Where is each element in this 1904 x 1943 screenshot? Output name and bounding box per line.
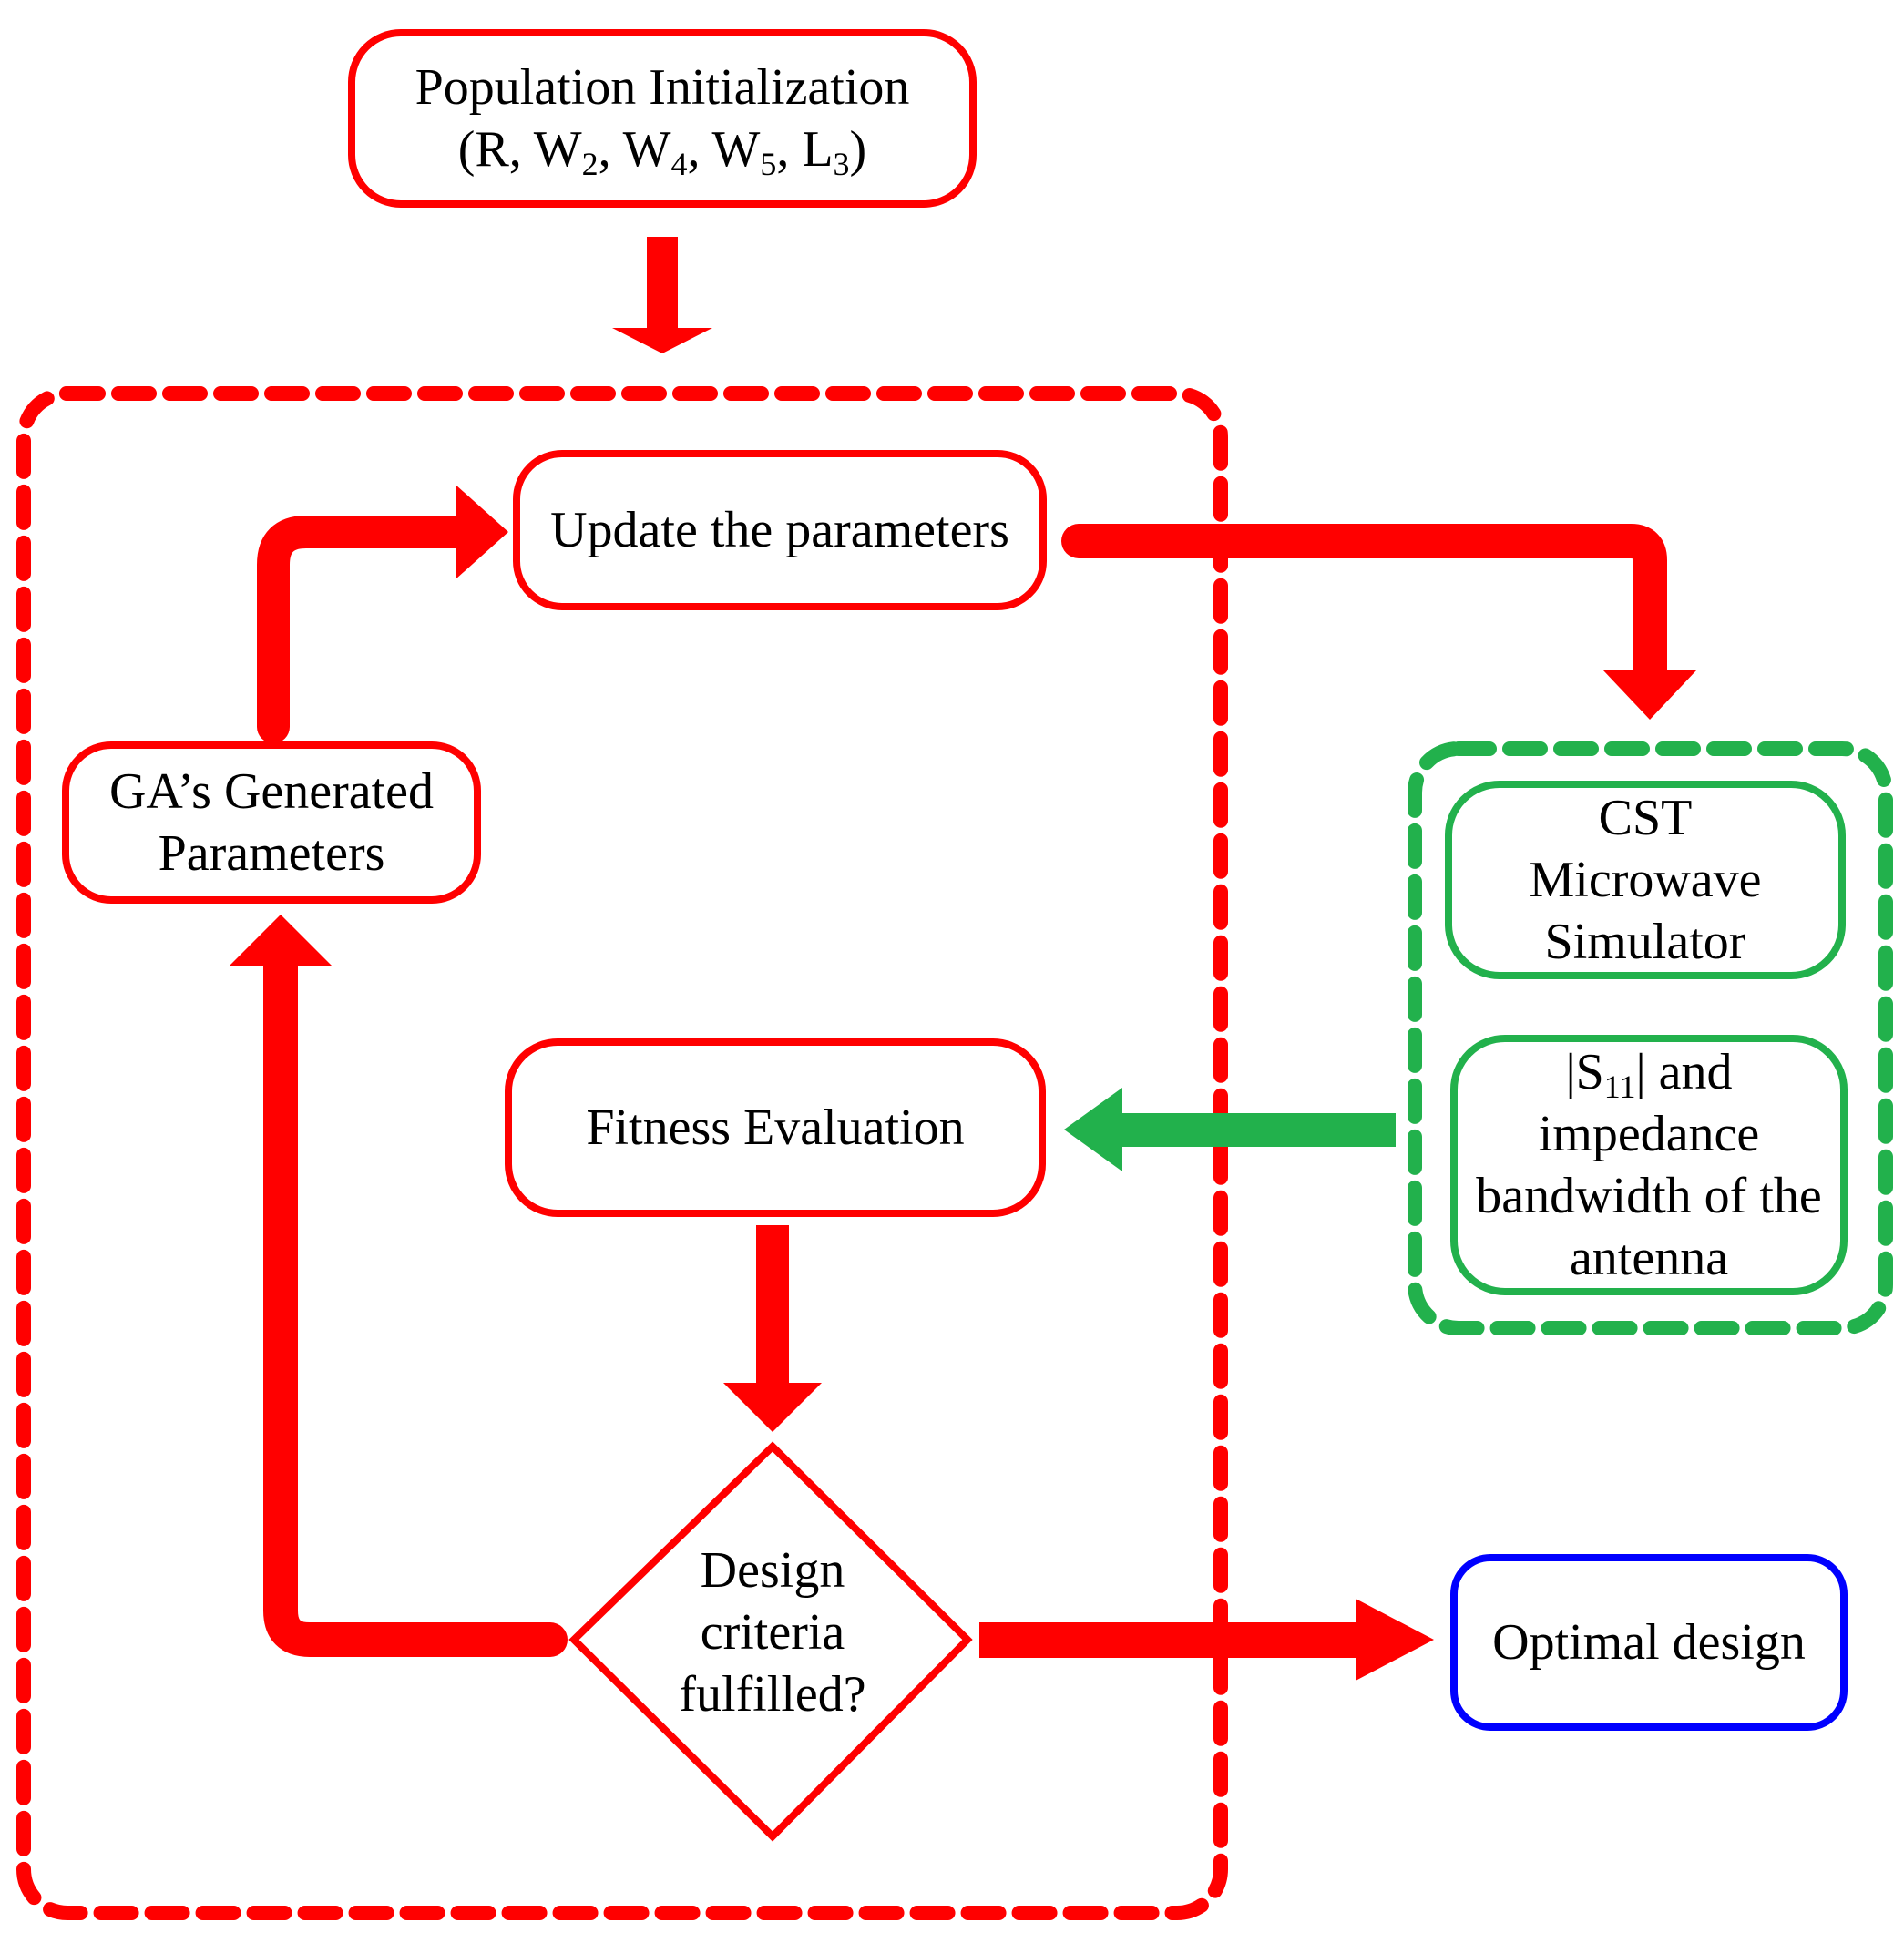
s11-line2: impedance — [1538, 1106, 1760, 1162]
decision-to-ga-connector — [263, 948, 568, 1657]
ga-generated-line2: Parameters — [158, 825, 385, 882]
simulation-group-border — [1408, 741, 1893, 1335]
decision-to-optimal-arrow — [979, 1599, 1434, 1681]
fitness-evaluation-node: Fitness Evaluation — [505, 1038, 1046, 1217]
optimal-design-node: Optimal design — [1450, 1554, 1848, 1731]
population-init-node: Population Initialization (R, W2, W4, W5… — [348, 29, 977, 208]
update-parameters-label: Update the parameters — [550, 502, 1009, 558]
update-parameters-node: Update the parameters — [513, 450, 1047, 610]
s11-line4: antenna — [1569, 1230, 1729, 1286]
ga-loop-group-border — [16, 386, 1228, 1920]
decision-line2: criteria — [700, 1604, 845, 1661]
cst-line2: Microwave — [1529, 852, 1762, 908]
ga-to-update-connector — [257, 516, 476, 743]
ga-to-update-arrowhead — [456, 485, 508, 579]
population-init-title: Population Initialization — [415, 59, 910, 116]
s11-line1: |S11| and — [1565, 1044, 1733, 1105]
s11-bandwidth-node: |S11| and impedance bandwidth of the ant… — [1450, 1035, 1848, 1295]
decision-label: Design criteria fulfilled? — [618, 1539, 927, 1725]
s11-line3: bandwidth of the — [1476, 1168, 1822, 1224]
optimal-design-label: Optimal design — [1492, 1614, 1806, 1671]
population-init-params: (R, W2, W4, W5, L3) — [457, 121, 867, 182]
init-to-loop-arrow — [612, 237, 712, 353]
decision-line3: fulfilled? — [679, 1666, 866, 1723]
fitness-evaluation-label: Fitness Evaluation — [586, 1099, 965, 1156]
decision-diamond — [568, 1441, 973, 1842]
update-to-cst-arrowhead — [1603, 670, 1696, 720]
ga-generated-line1: GA’s Generated — [108, 763, 435, 820]
fitness-to-decision-arrow — [723, 1225, 822, 1432]
ga-generated-parameters-node: GA’s Generated Parameters — [62, 741, 481, 904]
cst-simulator-node: CST Microwave Simulator — [1445, 781, 1846, 979]
cst-line1: CST — [1598, 790, 1693, 846]
decision-line1: Design — [700, 1542, 845, 1599]
update-to-cst-connector — [1061, 524, 1667, 691]
decision-to-ga-arrowhead — [230, 915, 332, 966]
results-to-fitness-arrow — [1064, 1088, 1396, 1171]
cst-line3: Simulator — [1544, 914, 1746, 970]
